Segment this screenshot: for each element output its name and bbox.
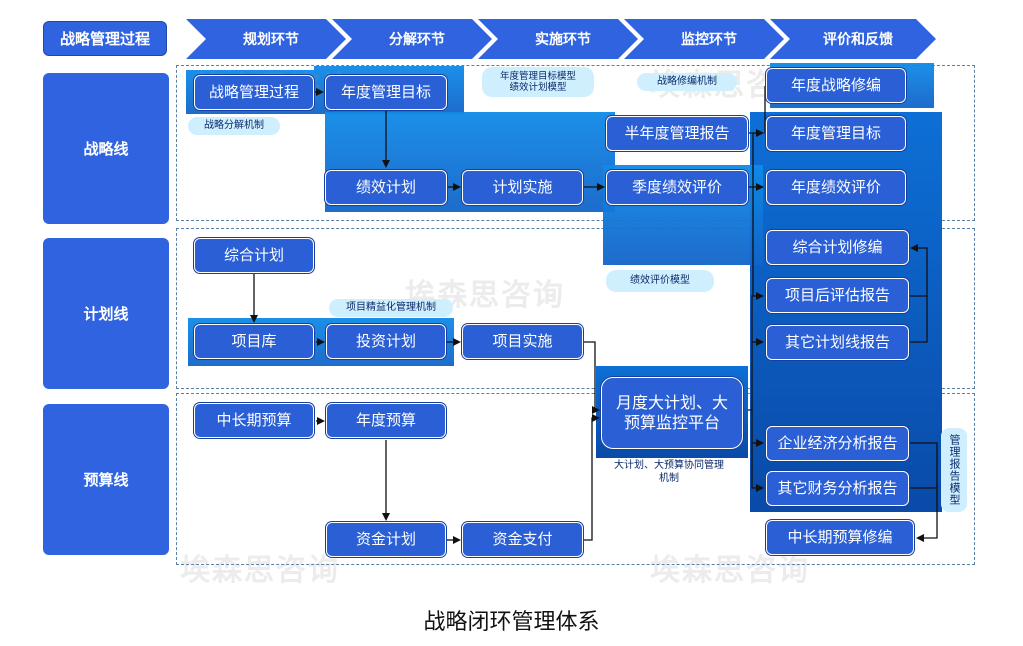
node-half-year-report[interactable]: 半年度管理报告 bbox=[606, 116, 748, 151]
node-monitor-platform[interactable]: 月度大计划、大预算监控平台 bbox=[601, 377, 743, 449]
lane-budget: 预算线 bbox=[43, 404, 169, 555]
stage-chevron-2 bbox=[332, 19, 492, 59]
node-other-plan-reports[interactable]: 其它计划线报告 bbox=[766, 325, 909, 360]
stage-2: 分解环节 bbox=[389, 32, 445, 48]
tag-coordination-mechanism: 大计划、大预算协同管理 机制 bbox=[614, 460, 724, 484]
node-investment-plan[interactable]: 投资计划 bbox=[326, 324, 446, 359]
header-title: 战略管理过程 bbox=[43, 21, 167, 56]
node-annual-eval[interactable]: 年度绩效评价 bbox=[766, 170, 906, 205]
tag-perf-eval-model: 绩效评价模型 bbox=[606, 270, 714, 292]
lane-plan: 计划线 bbox=[43, 238, 169, 389]
node-capital-payment[interactable]: 资金支付 bbox=[462, 522, 583, 557]
node-long-term-budget[interactable]: 中长期预算 bbox=[194, 403, 314, 438]
stage-chevron-5 bbox=[770, 19, 936, 59]
node-comprehensive-plan[interactable]: 综合计划 bbox=[194, 238, 314, 273]
node-long-term-budget-revision[interactable]: 中长期预算修编 bbox=[766, 520, 914, 555]
lane-budget-area bbox=[176, 393, 975, 565]
stage-1: 规划环节 bbox=[243, 32, 299, 48]
node-comprehensive-plan-revision[interactable]: 综合计划修编 bbox=[766, 230, 909, 265]
lane-strategy-area bbox=[176, 65, 975, 221]
node-annual-budget[interactable]: 年度预算 bbox=[326, 403, 446, 438]
tag-strategy-revision-mechanism: 战略修编机制 bbox=[637, 73, 737, 91]
stage-chevrons bbox=[186, 19, 936, 59]
node-capital-plan[interactable]: 资金计划 bbox=[326, 522, 446, 557]
node-enterprise-analysis[interactable]: 企业经济分析报告 bbox=[766, 426, 909, 461]
node-performance-plan[interactable]: 绩效计划 bbox=[325, 170, 447, 205]
tag-strategy-decomposition: 战略分解机制 bbox=[188, 117, 280, 135]
node-annual-goal[interactable]: 年度管理目标 bbox=[325, 75, 447, 110]
lane-strategy: 战略线 bbox=[43, 73, 169, 224]
stage-5: 评价和反馈 bbox=[823, 32, 893, 48]
stage-chevron-1 bbox=[186, 19, 346, 59]
stage-chevron-3 bbox=[478, 19, 638, 59]
node-post-project-report[interactable]: 项目后评估报告 bbox=[766, 278, 909, 313]
node-project-library[interactable]: 项目库 bbox=[194, 324, 314, 359]
tag-report-model: 管理报告模型 bbox=[941, 428, 967, 512]
tag-goal-model: 年度管理目标模型 绩效计划模型 bbox=[482, 67, 594, 97]
stage-chevron-4 bbox=[624, 19, 784, 59]
node-project-implementation[interactable]: 项目实施 bbox=[462, 324, 583, 359]
node-plan-implementation[interactable]: 计划实施 bbox=[462, 170, 583, 205]
diagram-caption: 战略闭环管理体系 bbox=[423, 610, 600, 635]
node-annual-strategy-revision[interactable]: 年度战略修编 bbox=[766, 68, 906, 103]
lane-plan-area bbox=[176, 228, 975, 389]
stage-3: 实施环节 bbox=[535, 32, 591, 48]
stage-4: 监控环节 bbox=[681, 32, 737, 48]
node-quarterly-eval[interactable]: 季度绩效评价 bbox=[606, 170, 748, 205]
node-annual-goal-right[interactable]: 年度管理目标 bbox=[766, 116, 906, 151]
tag-project-lean-mechanism: 项目精益化管理机制 bbox=[329, 299, 453, 317]
node-financial-analysis[interactable]: 其它财务分析报告 bbox=[766, 471, 909, 506]
node-strategic-process[interactable]: 战略管理过程 bbox=[194, 75, 314, 110]
